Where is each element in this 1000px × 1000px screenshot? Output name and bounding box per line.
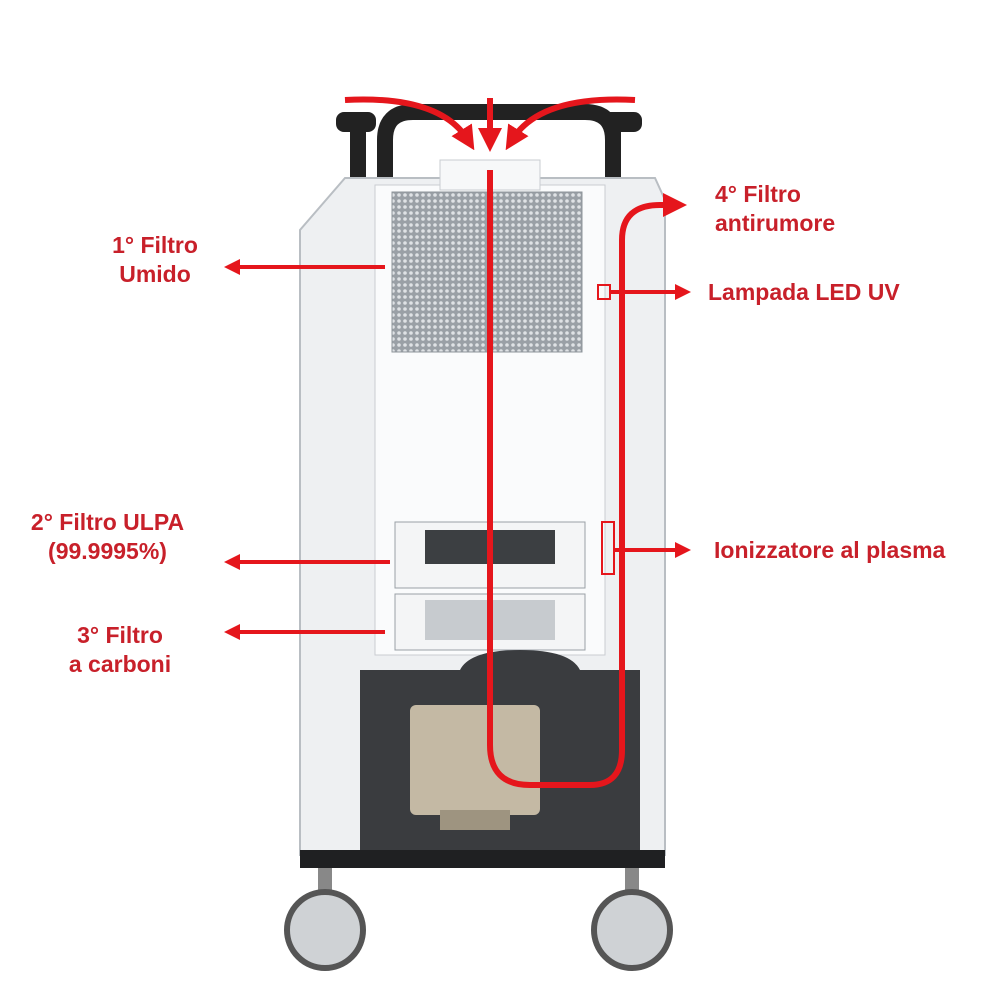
motor-housing [360,650,640,850]
wheels [284,868,673,971]
callout-arrows [224,259,691,640]
label-filter-1: 1° Filtro Umido [80,231,230,289]
label-filter-4-subtitle: antirumore [715,210,836,236]
base-band [300,850,665,868]
handle [336,104,642,180]
label-filter-4: 4° Filtro antirumore [715,180,835,238]
label-filter-4-title: 4° Filtro [715,181,801,207]
airflow-path [344,96,687,788]
label-ionizer: Ionizzatore al plasma [714,537,946,563]
label-filter-3-title: 3° Filtro [77,622,163,648]
label-filter-3: 3° Filtro a carboni [40,621,200,679]
label-filter-2-subtitle: (99.9995%) [48,538,167,564]
label-filter-1-subtitle: Umido [119,261,191,287]
label-filter-3-subtitle: a carboni [68,651,172,677]
label-filter-1-title: 1° Filtro [112,232,198,258]
label-uv-lamp: Lampada LED UV [708,279,900,305]
label-filter-2: 2° Filtro ULPA (99.9995%) [5,508,210,566]
label-filter-2-title: 2° Filtro ULPA [30,509,185,535]
